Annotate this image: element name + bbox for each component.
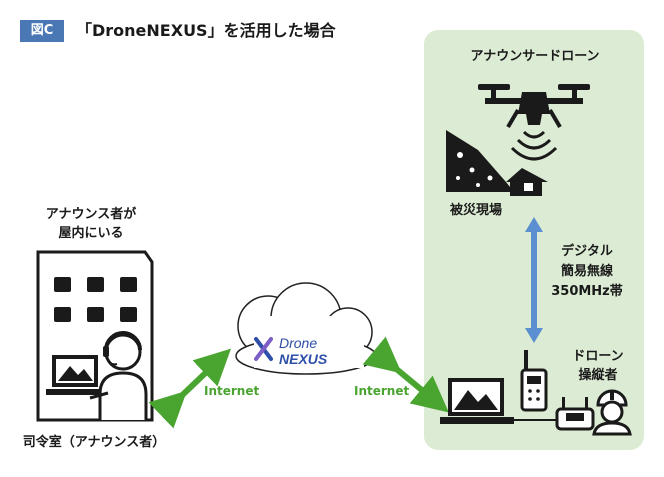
site-laptop-icon (440, 378, 514, 424)
radio-label-line3: 350MHz帯 (551, 284, 623, 299)
announcer-person-icon (89, 331, 148, 420)
internet-arrow-left (148, 348, 232, 429)
radio-label-line1: デジタル (561, 244, 613, 259)
drone-icon (478, 84, 590, 129)
sound-waves-icon (510, 130, 558, 161)
figure-title: 「DroneNEXUS」を活用した場合 (76, 21, 336, 40)
house-icon (506, 168, 548, 196)
drone-label: アナウンサードローン (470, 49, 600, 64)
announcer-top-line1: アナウンス者が (45, 207, 137, 222)
logo-line1: Drone (279, 335, 317, 351)
dronenexus-logo-x (254, 337, 273, 361)
internet-label-right: Internet (354, 384, 410, 398)
operator-label-line1: ドローン (572, 349, 624, 364)
announcer-laptop-icon (46, 355, 106, 395)
handheld-radio-icon (520, 350, 548, 412)
announcer-top-line2: 屋内にいる (58, 226, 124, 241)
radio-label-line2: 簡易無線 (560, 264, 613, 279)
drone-operator-icon (592, 389, 632, 436)
radio-arrow-head-top (525, 217, 543, 232)
cloud-shape (235, 282, 377, 375)
figure-badge: 図C (20, 20, 64, 42)
internet-label-left: Internet (204, 384, 260, 398)
logo-line2: NEXUS (279, 351, 328, 367)
drone-controller-icon (514, 397, 595, 431)
radio-arrow-head-bottom (525, 328, 543, 343)
landslide-icon (446, 130, 514, 192)
site-label: 被災現場 (450, 203, 503, 218)
internet-arrow-right (362, 336, 449, 413)
operator-label-line2: 操縦者 (578, 368, 618, 383)
announcer-bottom-label: 司令室（アナウンス者） (22, 435, 166, 450)
